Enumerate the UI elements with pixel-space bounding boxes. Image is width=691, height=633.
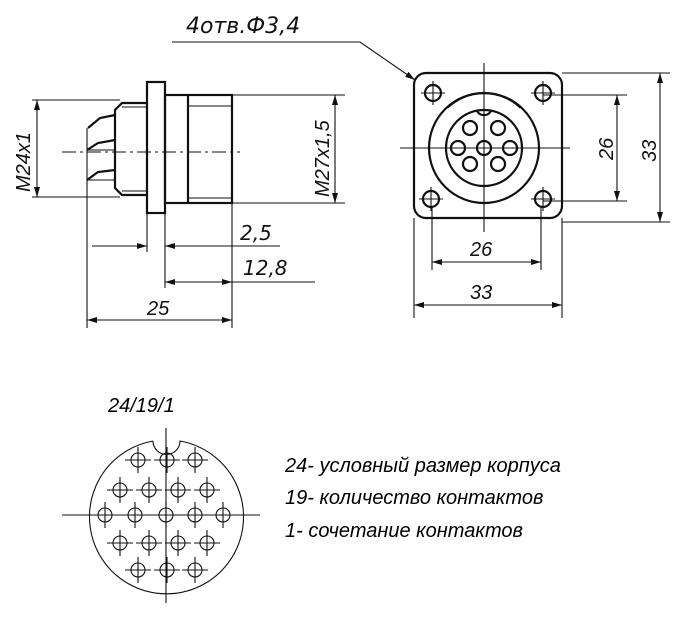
front-view: 4отв.Ф3,4 26 33 2 [172,14,670,318]
holes-note: 4отв.Ф3,4 [186,14,300,39]
thread-left-label: M24x1 [13,132,35,192]
pin-crosshair [136,477,162,503]
dim-size-h: 33 [470,282,492,304]
leader-line [172,41,416,81]
legend: 24- условный размер корпуса 19- количест… [284,455,561,542]
thread-right-label: M27x1,5 [312,119,334,197]
pin-crosshair [125,447,151,473]
pin-crosshair [194,530,220,556]
dim-total-label: 25 [146,298,170,320]
flange [145,80,167,215]
pins [86,113,116,181]
dim-flange-label: 2,5 [240,221,272,245]
pin-crosshair [194,477,220,503]
pin-crosshair [136,530,162,556]
insert-outline [88,440,245,595]
pin-crosshair [182,502,208,528]
pin-crosshair [107,530,133,556]
pin-crosshair [165,477,191,503]
pin-crosshair [182,447,208,473]
dim-hole-spacing-h: 26 [469,239,493,261]
legend-item: 24- условный размер корпуса [284,455,561,477]
dim-hole-spacing-v: 26 [596,137,618,161]
pin-crosshair [154,557,180,583]
pin-crosshair [125,557,151,583]
dim-size-v: 33 [639,140,661,162]
pin-crosshair [153,502,179,528]
flange-square [412,71,564,220]
legend-item: 19- количество контактов [285,487,543,509]
contact-pins [92,447,236,583]
pin-crosshair [154,447,180,473]
pin-crosshair [107,477,133,503]
pin-crosshair [210,502,236,528]
body [163,93,234,205]
contact-layout: 24/19/1 [62,395,260,603]
side-view: M24x1 M27x1,5 2,5 12,8 25 [13,80,345,328]
legend-item: 1- сочетание контактов [285,520,523,542]
dim-body-label: 12,8 [243,256,288,280]
pin-crosshair [92,502,118,528]
pin-crosshair [122,502,148,528]
pin-crosshair [165,530,191,556]
mounting-holes [419,81,555,211]
rear-thread [113,101,147,197]
layout-code: 24/19/1 [107,395,175,417]
pin-crosshair [182,557,208,583]
